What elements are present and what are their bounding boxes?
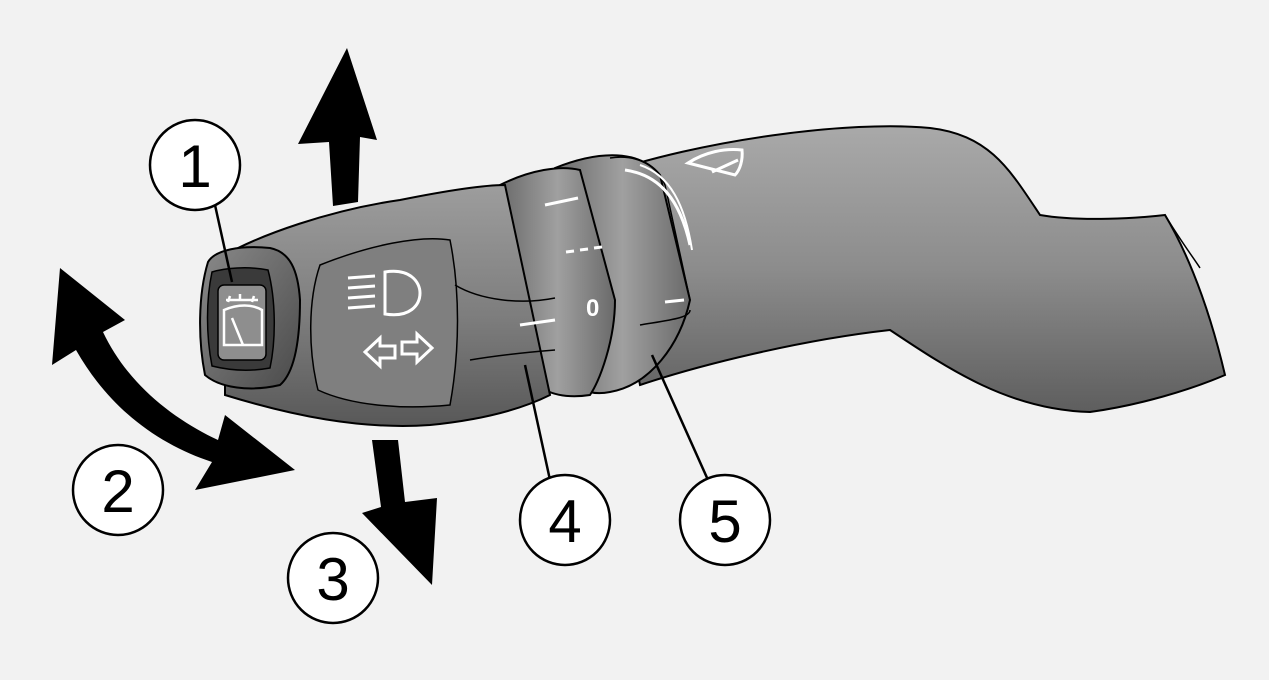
wiper-icon	[684, 148, 744, 177]
callout-5-leader	[650, 354, 710, 481]
callout-1-label: 1	[178, 133, 211, 200]
turn-signal-arrows-icon	[362, 330, 435, 370]
callout-4: 4	[518, 473, 612, 567]
rear-wiper-washer-icon	[222, 294, 264, 347]
ring-zero-label: 0	[586, 295, 599, 322]
callout-2: 2	[71, 443, 165, 537]
stalk-arm	[598, 125, 1227, 414]
callout-4-label: 4	[548, 488, 581, 555]
callout-2-label: 2	[101, 458, 134, 525]
callout-5-label: 5	[708, 488, 741, 555]
arrow-down	[362, 440, 437, 585]
callout-5: 5	[678, 473, 772, 567]
callout-1-leader	[213, 204, 234, 283]
headlight-icon	[347, 269, 422, 317]
callout-1: 1	[148, 118, 242, 212]
arrow-curved-turn	[52, 268, 295, 490]
callout-4-leader	[523, 364, 552, 481]
callout-3-label: 3	[316, 546, 349, 613]
stalk-head[interactable]	[224, 183, 556, 427]
wiper-speed-wedge	[624, 168, 692, 246]
arrow-up	[298, 48, 377, 206]
stalk-tip[interactable]	[199, 246, 302, 390]
callout-3: 3	[286, 531, 380, 625]
interval-ring[interactable]: 0	[498, 167, 617, 398]
